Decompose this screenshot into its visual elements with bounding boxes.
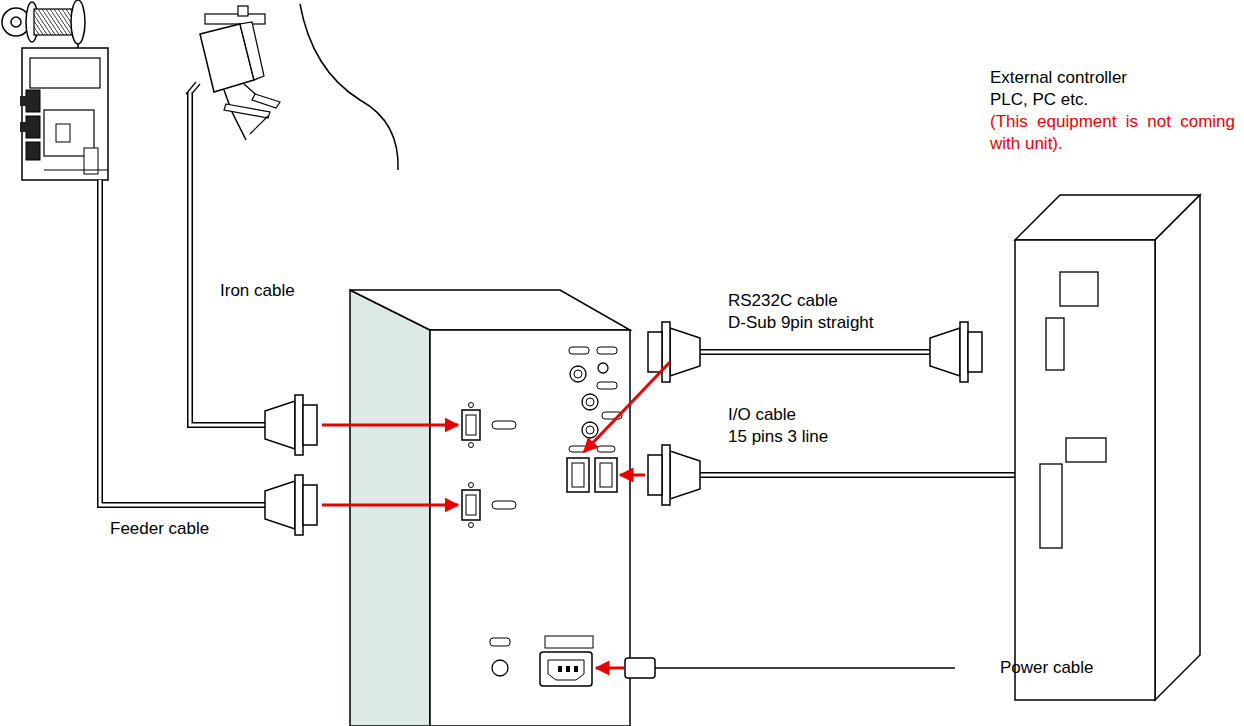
wire-feeder (2, 0, 108, 180)
rs232c-connector (648, 322, 700, 382)
cable-label: Iron cable (220, 280, 295, 302)
iron-connector (265, 395, 317, 455)
cable-label: Feeder cable (110, 518, 209, 540)
device-note: External controller (990, 67, 1127, 89)
rs232c-connector (930, 322, 982, 382)
cable-label: RS232C cable (728, 290, 838, 312)
power-plug (625, 658, 655, 678)
soldering-iron (186, 4, 398, 170)
external-controller (1015, 195, 1200, 700)
red-arrows (322, 362, 670, 668)
io-connector (648, 445, 700, 505)
cable-label: Power cable (1000, 657, 1094, 679)
control-unit (350, 290, 630, 726)
cable-spec: D-Sub 9pin straight (728, 312, 874, 334)
cable-spec: 15 pins 3 line (728, 426, 828, 448)
device-note: PLC, PC etc. (990, 89, 1088, 111)
device-note: (This equipment is not coming with unit)… (990, 111, 1235, 155)
cable-label: I/O cable (728, 404, 796, 426)
feeder-connector (265, 475, 317, 535)
